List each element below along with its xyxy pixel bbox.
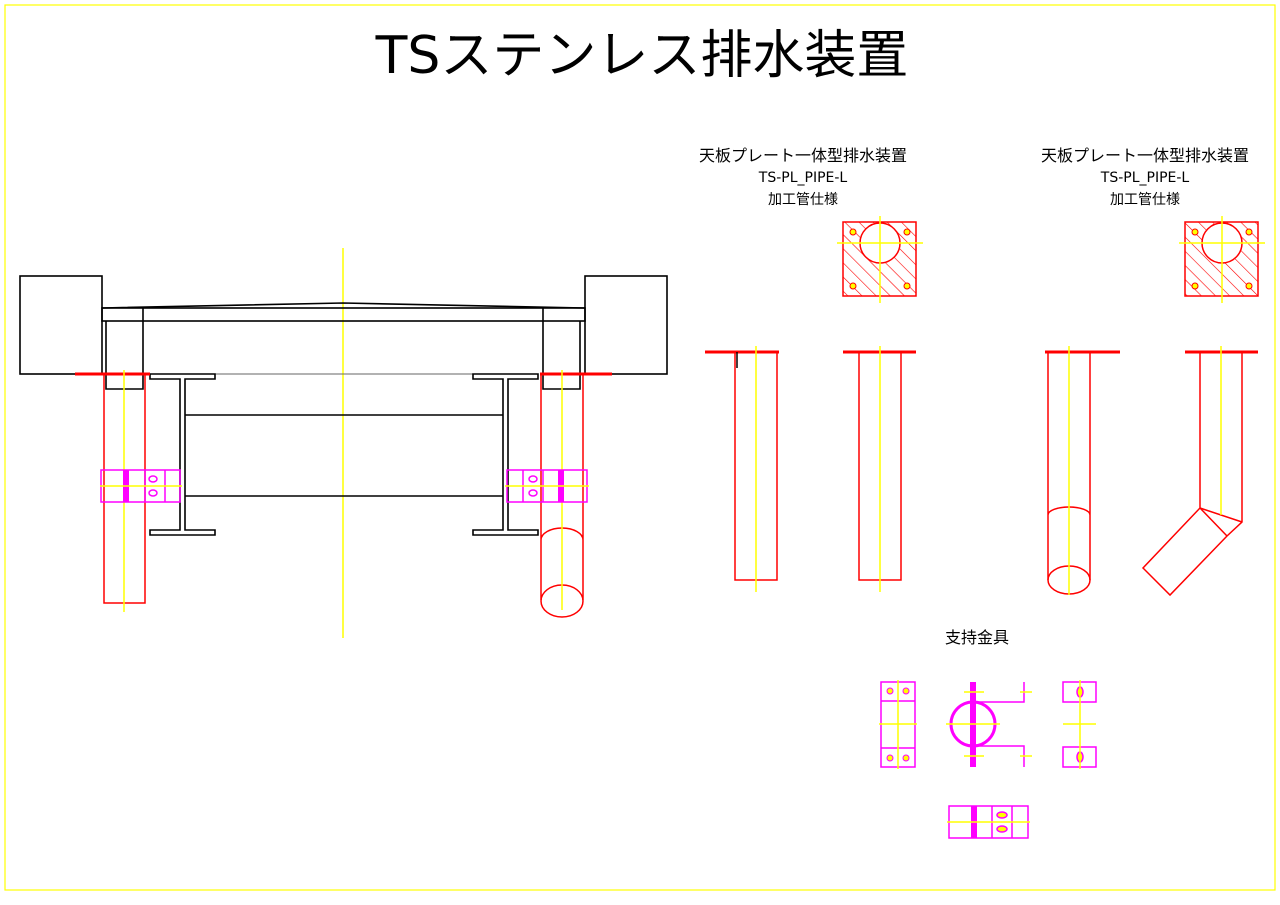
right-parapet: [584, 275, 668, 375]
bracket-side-view: [879, 680, 917, 769]
support-hardware: 支持金具: [879, 628, 1097, 839]
detail-left-spec: 加工管仕様: [768, 192, 838, 208]
left-parapet: [19, 275, 103, 375]
left-i-beam: [149, 373, 216, 536]
right-pipe-clamp: [505, 469, 589, 503]
left-pipe-clamp: [100, 469, 182, 503]
detail-left-model: TS-PL_PIPE-L: [758, 170, 848, 186]
deck-slab: [101, 307, 586, 322]
drawing-title: TSステンレス排水装置: [375, 26, 909, 86]
detail-right-name: 天板プレート一体型排水装置: [1041, 146, 1249, 165]
detail-left-name: 天板プレート一体型排水装置: [699, 146, 907, 165]
pipe-side-view: [1045, 346, 1120, 595]
detail-left: 天板プレート一体型排水装置 TS-PL_PIPE-L 加工管仕様: [699, 146, 923, 592]
right-i-beam: [472, 373, 539, 536]
plate-plan-view: [837, 216, 923, 303]
pipe-front-view: [843, 346, 916, 592]
detail-right: 天板プレート一体型排水装置 TS-PL_PIPE-L 加工管仕様: [1041, 146, 1265, 597]
pipe-side-view: [705, 346, 779, 592]
bracket-front-view: [946, 682, 1032, 767]
bracket-end-view: [1062, 680, 1097, 769]
cross-section-assembly: [19, 248, 668, 638]
detail-right-spec: 加工管仕様: [1110, 192, 1180, 208]
bracket-plan-view: [947, 805, 1030, 839]
bent-pipe-view: [1141, 346, 1258, 597]
drawing-frame: [4, 4, 1276, 891]
plate-plan-view: [1179, 216, 1265, 303]
detail-right-model: TS-PL_PIPE-L: [1100, 170, 1190, 186]
support-label: 支持金具: [945, 628, 1009, 647]
deck-surface: [101, 302, 586, 309]
